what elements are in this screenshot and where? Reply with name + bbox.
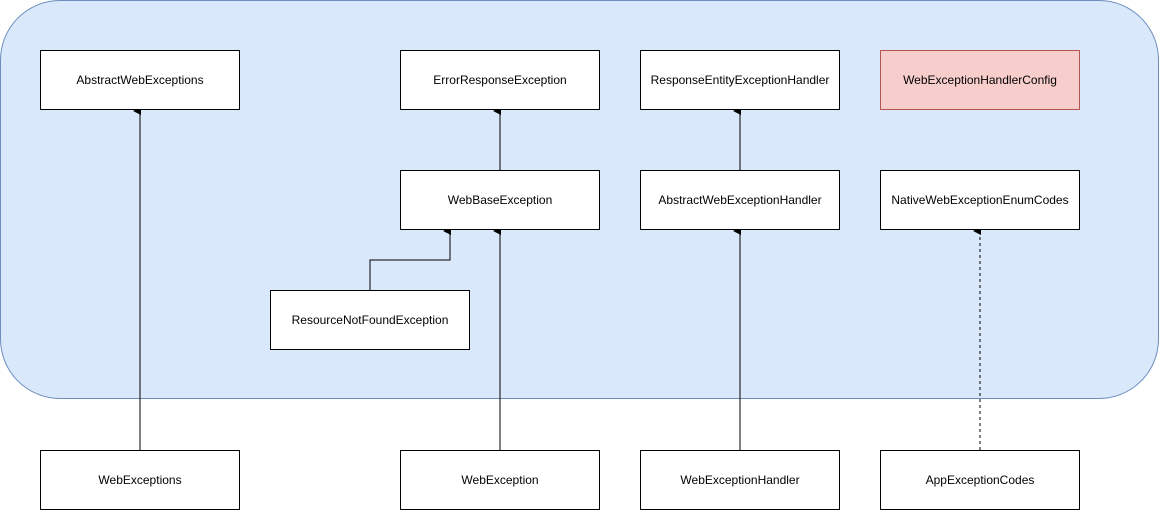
node-web-exception-handler-config[interactable]: WebExceptionHandlerConfig [880,50,1080,110]
node-native-web-exception-enum-codes[interactable]: NativeWebExceptionEnumCodes [880,170,1080,230]
node-web-exception[interactable]: WebException [400,450,600,510]
node-web-base-exception[interactable]: WebBaseException [400,170,600,230]
edge-resourcenotfound-to-webbaseexception [369,227,451,290]
node-abstract-web-exception-handler[interactable]: AbstractWebExceptionHandler [640,170,840,230]
node-web-exceptions[interactable]: WebExceptions [40,450,240,510]
node-response-entity-exception-handler[interactable]: ResponseEntityExceptionHandler [640,50,840,110]
node-resource-not-found-exception[interactable]: ResourceNotFoundException [270,290,470,350]
node-web-exception-handler[interactable]: WebExceptionHandler [640,450,840,510]
node-app-exception-codes[interactable]: AppExceptionCodes [880,450,1080,510]
node-error-response-exception[interactable]: ErrorResponseException [400,50,600,110]
node-abstract-web-exceptions[interactable]: AbstractWebExceptions [40,50,240,110]
